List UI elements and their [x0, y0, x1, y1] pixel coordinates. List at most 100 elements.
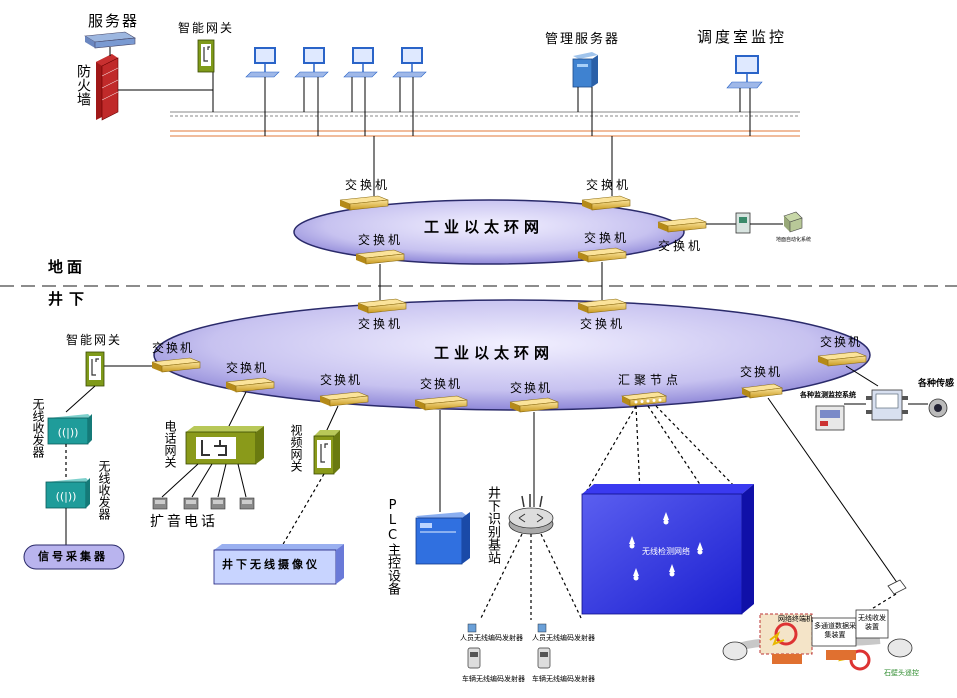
switch-label: 交换机: [586, 178, 632, 192]
sensor-node-icon: [697, 542, 703, 555]
top-gateway-icon: [197, 39, 215, 73]
switch-icon: [151, 357, 201, 373]
switch-label: 交换机: [580, 317, 626, 331]
dispatch-pc-icon: [726, 55, 763, 89]
person-tag-icon: [537, 623, 547, 633]
switch-label: 交换机: [345, 178, 391, 192]
dispatch-label: 调度室监控: [697, 28, 788, 46]
vehicle-tag-icon: [537, 647, 551, 669]
aggregation-node-icon: [620, 391, 668, 407]
wireless-transceiver-icon-2: ((|)): [45, 478, 90, 509]
switch-icon: [414, 395, 468, 411]
broadcast-phone-label: 扩音电话: [150, 514, 218, 530]
upper-ring-label: 工业以太环网: [424, 218, 545, 236]
switch-icon: [357, 298, 407, 314]
person-tx-label: 人员无线编码发射器: [532, 634, 595, 642]
signal-collector-label: 信号采集器: [38, 550, 108, 563]
phone-icon: [152, 497, 168, 510]
wireless-transceiver-label: 无线收发器: [31, 398, 45, 458]
auto-system-label: 地面自动化系统: [776, 237, 812, 243]
lower-ring-label: 工业以太环网: [434, 344, 555, 362]
switch-label: 交换机: [740, 365, 783, 379]
sensor-node-icon: [629, 536, 635, 549]
switch-icon: [657, 217, 707, 233]
pc-icon-3: [343, 47, 378, 78]
sensor-node-icon: [663, 512, 669, 525]
switch-icon: [319, 391, 369, 407]
switch-icon: [817, 351, 867, 367]
switch-label: 交换机: [658, 239, 704, 253]
multichannel-label: 多通道数据采集装置: [814, 622, 856, 640]
switch-icon: [339, 195, 389, 211]
plc-label: PLC主控设备: [385, 498, 400, 595]
underground-label: 井下: [48, 290, 91, 308]
server-label: 服务器: [88, 12, 140, 30]
top-gateway-label: 智能网关: [178, 21, 235, 35]
phone-icon: [239, 497, 255, 510]
person-tx-label: 人员无线编码发射器: [460, 634, 523, 642]
wireless-net-label: 无线检测网络: [642, 547, 690, 556]
switch-icon: [225, 377, 275, 393]
switch-label: 交换机: [820, 335, 863, 349]
switch-label: 交换机: [226, 361, 269, 375]
wireless-camera-label: 井下无线摄像仪: [222, 558, 320, 571]
wireless-transceiver-label: 无线收发器: [97, 460, 111, 520]
shearer-system-group: [722, 609, 913, 671]
vehicle-tag-icon: [467, 647, 481, 669]
switch-label: 交换机: [358, 317, 404, 331]
wireless-transceiver-icon-1: ((|)): [47, 414, 92, 445]
wireless-network-box: [581, 484, 754, 615]
switch-label: 交换机: [584, 231, 630, 245]
mgmt-server-icon: [572, 52, 598, 88]
mgmt-server-label: 管理服务器: [545, 32, 621, 47]
phone-gateway-label: 电话网关: [163, 420, 177, 468]
sensor-icon: [928, 398, 948, 418]
firewall-label: 防火墙: [75, 64, 91, 106]
sensors-label: 各种传感: [918, 379, 955, 389]
svg-text:((|)): ((|)): [58, 426, 79, 439]
video-gateway-label: 视频网关: [289, 424, 303, 472]
switch-label: 交换机: [152, 341, 195, 355]
vehicle-tx-label: 车辆无线编码发射器: [462, 675, 525, 683]
shearer-label: 石壁头遥控: [884, 669, 919, 677]
aggregation-label: 汇聚节点: [618, 373, 683, 387]
switch-icon: [581, 195, 631, 211]
auto-system-terminal-icon: [783, 211, 803, 233]
id-base-station-icon: [508, 494, 554, 535]
switch-label: 交换机: [510, 381, 553, 395]
switch-icon: [577, 298, 627, 314]
plc-device-icon: [415, 512, 470, 565]
net-terminal-label: 网络终端机: [778, 615, 813, 623]
firewall-icon: [96, 54, 119, 121]
switch-label: 交换机: [358, 233, 404, 247]
sensor-node-icon: [633, 568, 639, 581]
pc-icon-2: [294, 47, 329, 78]
monitor-controller-icon: [866, 389, 908, 421]
id-station-label: 井下识别基站: [485, 486, 500, 564]
switch-icon: [355, 249, 405, 265]
lan-backbone: [170, 111, 800, 137]
phone-icon: [210, 497, 226, 510]
monitor-system-icon: [815, 405, 845, 431]
person-tag-icon: [467, 623, 477, 633]
auto-system-device-icon: [735, 212, 751, 234]
phone-gateway-icon: [185, 426, 264, 465]
monitor-system-label: 各种监测监控系统: [800, 391, 856, 399]
video-gateway-icon: [313, 430, 340, 475]
server-icon: [84, 31, 136, 49]
ground-label: 地面: [48, 258, 87, 276]
underground-gateway-label: 智能网关: [66, 333, 123, 347]
upper-ring: [293, 199, 685, 265]
switch-icon: [509, 397, 559, 413]
underground-gateway-icon: [85, 351, 105, 387]
pc-icon-4: [392, 47, 427, 78]
wireless-rx-label: 无线收发装置: [858, 614, 886, 632]
pc-icon-1: [245, 47, 280, 78]
wireless-antenna-icon: [887, 579, 907, 595]
lower-ring: [153, 299, 871, 411]
switch-label: 交换机: [320, 373, 363, 387]
wireless-camera-box: [213, 544, 344, 585]
switch-icon: [740, 383, 784, 399]
vehicle-tx-label: 车辆无线编码发射器: [532, 675, 595, 683]
